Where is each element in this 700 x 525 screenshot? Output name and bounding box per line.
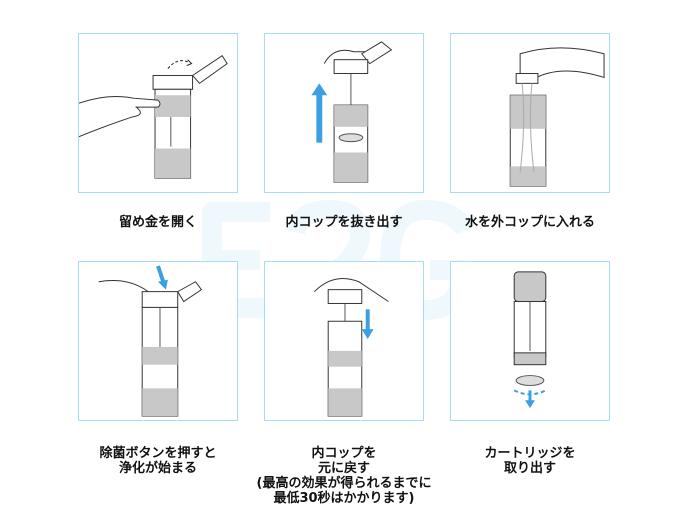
caption-line: 内コップを抜き出す: [285, 215, 403, 230]
step-5-caption: 内コップを 元に戻す (最高の効果が得られるまでに 最低30秒はかかります): [234, 446, 454, 506]
caption-note: (最高の効果が得られるまでに: [256, 476, 432, 491]
caption-line: 取り出す: [503, 461, 556, 476]
caption-line: 浄化が始まる: [118, 461, 197, 476]
caption-line: 除菌ボタンを押すと: [99, 446, 217, 461]
step-4-caption: 除菌ボタンを押すと 浄化が始まる: [48, 446, 268, 476]
step-2-caption: 内コップを抜き出す: [234, 215, 454, 230]
step-1-caption: 留め金を開く: [48, 215, 268, 230]
step-4-illustration: [78, 261, 238, 421]
step-3-caption: 水を外コップに入れる: [420, 215, 640, 230]
caption-line: カートリッジを: [484, 446, 576, 461]
step-6-illustration: [450, 261, 610, 421]
caption-line: 留め金を開く: [118, 215, 197, 230]
caption-note: 最低30秒はかかります): [273, 491, 415, 506]
caption-line: 元に戻す: [317, 461, 370, 476]
step-1-illustration: [78, 33, 238, 193]
step-3-illustration: [450, 33, 610, 193]
watermark-logo: [202, 200, 474, 320]
caption-line: 内コップを: [311, 446, 377, 461]
step-6-caption: カートリッジを 取り出す: [420, 446, 640, 476]
step-2-illustration: [264, 33, 424, 193]
caption-line: 水を外コップに入れる: [464, 215, 595, 230]
step-5-illustration: [264, 261, 424, 421]
